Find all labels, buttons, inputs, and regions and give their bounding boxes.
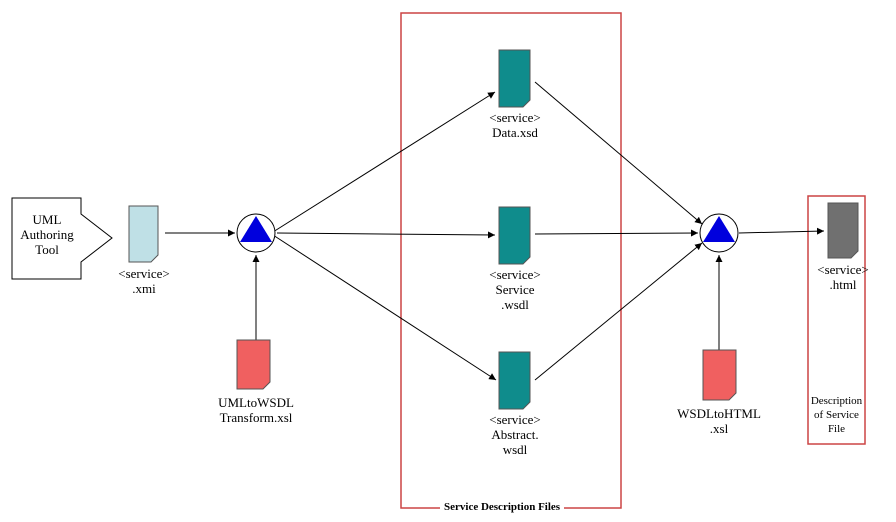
- uml-to-wsdl-xsl-label: UMLtoWSDL Transform.xsl: [201, 395, 311, 425]
- group-title: Service Description Files: [440, 501, 565, 513]
- label-line: .html: [829, 277, 857, 292]
- label-line: .xsl: [709, 421, 729, 436]
- label-line: WSDLtoHTML: [677, 406, 761, 421]
- label-line: UML: [32, 212, 62, 227]
- label-line: .xmi: [132, 281, 156, 296]
- data-xsd-doc-icon: [498, 49, 531, 108]
- label-line: <service>: [817, 262, 869, 277]
- label-line: Tool: [35, 242, 59, 257]
- label-line: of Service: [814, 409, 859, 421]
- label-line: <service>: [489, 412, 541, 427]
- service-wsdl-to-processor-arrow: [534, 229, 699, 237]
- service-wsdl-doc-icon: [498, 206, 531, 265]
- label-line: File: [827, 423, 846, 435]
- html-output-doc-icon: [827, 202, 859, 259]
- description-box-label: Description of Service File: [808, 394, 865, 436]
- xmi-label: <service> .xmi: [109, 266, 179, 296]
- label-line: Abstract.: [491, 427, 539, 442]
- label-line: <service>: [118, 266, 170, 281]
- processor-to-html-arrow: [738, 227, 825, 235]
- uml-to-wsdl-xsl-doc-icon: [236, 339, 271, 390]
- triangle-icon: [240, 216, 272, 242]
- uml-authoring-tool-label: UML Authoring Tool: [12, 212, 82, 257]
- processor-to-abstract-wsdl-arrow: [272, 234, 497, 381]
- label-line: Transform.xsl: [219, 410, 293, 425]
- abstract-wsdl-doc-icon: [498, 351, 531, 410]
- label-line: Data.xsd: [492, 125, 538, 140]
- wsdl-to-html-xsl-label: WSDLtoHTML .xsl: [664, 406, 774, 436]
- service-wsdl-label: <service> Service .wsdl: [480, 267, 550, 312]
- label-line: <service>: [489, 110, 541, 125]
- processor-to-service-wsdl-arrow: [276, 231, 496, 239]
- wsdl-to-html-xsl-doc-icon: [702, 349, 737, 401]
- triangle-icon: [703, 216, 735, 242]
- label-line: Authoring: [20, 227, 74, 242]
- processor-uml-to-wsdl: [236, 213, 276, 253]
- label-line: .wsdl: [501, 297, 529, 312]
- html-output-label: <service> .html: [808, 262, 878, 292]
- label-line: UMLtoWSDL: [218, 395, 294, 410]
- description-box: [807, 195, 866, 445]
- label-line: Service: [495, 282, 535, 297]
- processor-to-data-xsd-arrow: [272, 91, 496, 233]
- uml-authoring-tool-shape: [11, 197, 113, 280]
- abstract-wsdl-to-processor-arrow: [534, 242, 703, 381]
- label-line: wsdl: [502, 442, 528, 457]
- label-line: Description: [810, 395, 863, 407]
- documents: [128, 49, 859, 410]
- data-xsd-to-processor-arrow: [534, 81, 703, 225]
- processor-wsdl-to-html: [699, 213, 739, 253]
- abstract-wsdl-label: <service> Abstract. wsdl: [480, 412, 550, 457]
- connectors: [165, 81, 825, 381]
- xmi-doc-icon: [128, 205, 159, 263]
- data-xsd-label: <service> Data.xsd: [480, 110, 550, 140]
- label-line: <service>: [489, 267, 541, 282]
